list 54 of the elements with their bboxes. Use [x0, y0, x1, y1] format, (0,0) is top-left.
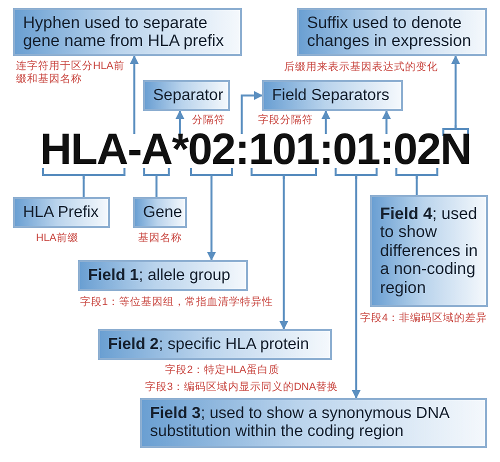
allele-name-part: 02	[188, 128, 235, 172]
allele-name-part: *	[172, 128, 188, 172]
chinese-caption: 字段3：编码区域内显示同义的DNA替换	[145, 381, 338, 394]
chinese-caption: 字段1：等位基因组，常指血清学特异性	[80, 296, 273, 309]
label-box	[370, 195, 488, 307]
chinese-caption: 分隔符	[192, 114, 225, 127]
arrow	[279, 175, 288, 330]
allele-name-part: 02	[393, 128, 440, 172]
allele-name-part: 101	[248, 128, 320, 172]
allele-name-part: -	[127, 128, 142, 172]
box-text: Field 1; allele group	[88, 266, 230, 284]
connector-line	[416, 175, 418, 195]
arrow	[240, 91, 263, 134]
label-box	[143, 80, 230, 111]
label-box	[262, 80, 403, 111]
label-box	[133, 197, 187, 228]
chinese-caption: 字段4：非编码区域的差异	[360, 312, 487, 325]
chinese-caption: 基因名称	[138, 232, 182, 245]
box-text: Suffix used to denote changes in expression	[307, 14, 472, 50]
box-text: Gene	[143, 204, 182, 222]
chinese-caption: 连字符用于区分HLA前缀和基因名称	[16, 60, 126, 86]
allele-name-part: A	[141, 128, 172, 172]
allele-name-part: HLA	[40, 128, 128, 172]
label-box	[13, 197, 110, 228]
arrow	[451, 55, 460, 129]
box-text: HLA Prefix	[23, 204, 99, 222]
allele-name-part: :	[319, 128, 333, 172]
box-text: Field 4; used to show differences in a non-coding region	[380, 204, 478, 298]
connector-line	[155, 175, 158, 197]
arrow	[206, 175, 216, 261]
box-text: Field 2; specific HLA protein	[108, 336, 309, 354]
box-text: Separator	[153, 86, 224, 104]
allele-name-part: :	[380, 128, 394, 172]
allele-name-part: :	[234, 128, 249, 172]
box-text: Field Separators	[272, 86, 390, 104]
label-box	[297, 8, 487, 56]
label-box	[13, 8, 242, 56]
box-text: Field 3; used to show a synonymous DNA substitution within the coding region	[150, 405, 450, 441]
label-box	[140, 398, 487, 448]
connector-line	[82, 175, 85, 197]
arrow	[175, 110, 184, 134]
allele-name-part: 01	[332, 128, 380, 172]
chinese-caption: 后缀用来表示基因表达式的变化	[284, 61, 438, 74]
label-box	[98, 329, 332, 360]
arrow	[130, 55, 139, 134]
arrow	[352, 175, 361, 399]
chinese-caption: 字段2：特定HLA蛋白质	[165, 364, 280, 377]
arrow	[382, 110, 391, 134]
label-box	[78, 260, 248, 291]
box-text: Hyphen used to separate gene name from HLA prefix	[23, 14, 225, 50]
arrow	[321, 110, 330, 134]
allele-name-part: N	[440, 128, 472, 172]
chinese-caption: 字段分隔符	[258, 114, 313, 127]
chinese-caption: HLA前缀	[36, 232, 78, 245]
